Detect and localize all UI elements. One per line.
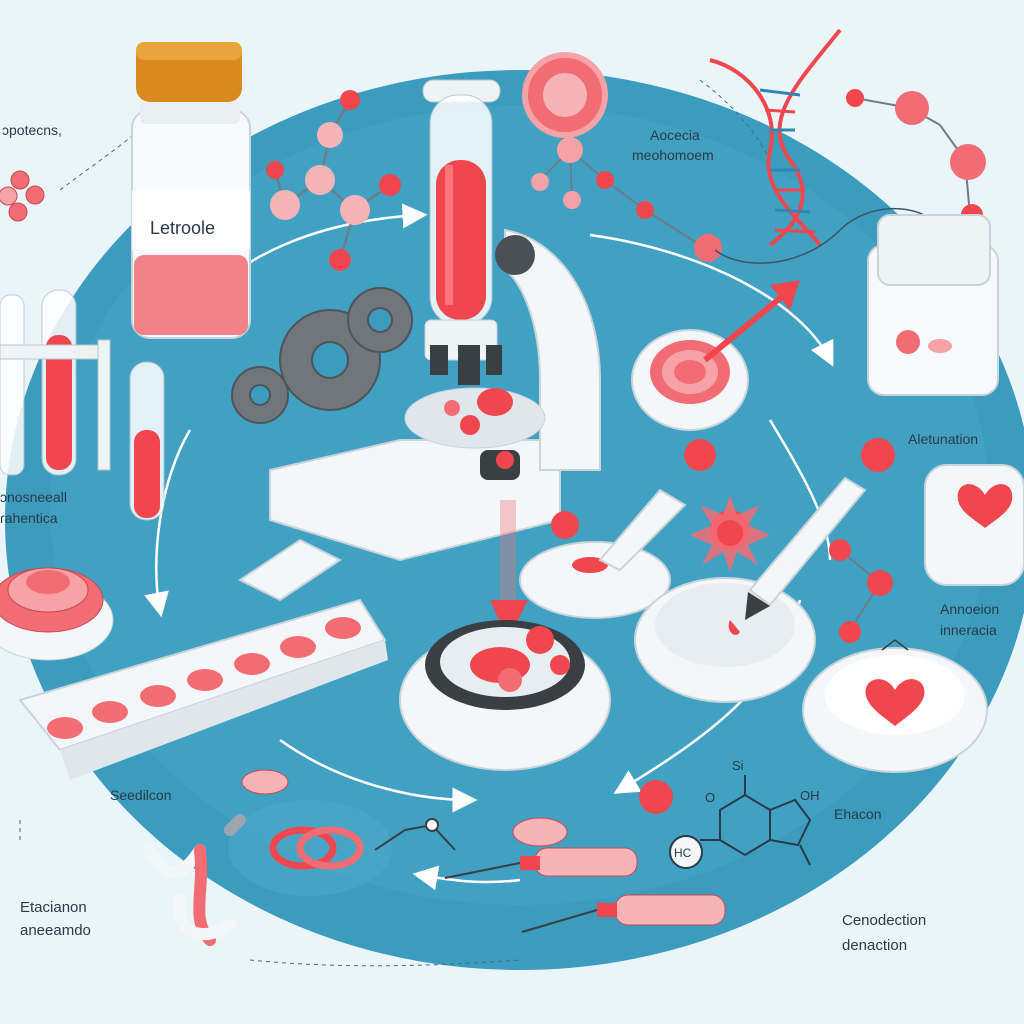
pink-disc-stack (0, 567, 114, 661)
microscope (238, 228, 601, 602)
dish-with-pen (634, 476, 867, 703)
label-top-left: ɔpotecns, (2, 122, 62, 138)
curved-tube-icon (144, 814, 246, 946)
chem-label-hc: HC (674, 846, 692, 860)
chemical-structure (669, 775, 812, 869)
bottom-ring-pills (228, 800, 392, 896)
test-tube-rack (0, 289, 111, 476)
small-dish-dropper (519, 439, 716, 619)
label-bottom-left-1: Etacianon (20, 899, 87, 916)
label-top-center-2: meohomoem (632, 147, 714, 163)
label-right-2-line2: inneracia (940, 622, 997, 638)
syringe-1 (444, 847, 638, 879)
heart-dish (802, 639, 988, 773)
label-right-1: Aletunation (908, 431, 978, 447)
label-top-center-1: Aocecia (650, 127, 700, 143)
right-dot-chain (829, 438, 895, 643)
top-molecule-network (266, 90, 401, 271)
pill-tray (18, 598, 388, 780)
label-bottom-right-circle: Ehacon (834, 806, 881, 822)
target-dish (631, 280, 800, 431)
chem-label-o: O (705, 790, 715, 805)
label-bottom-left-circle: Seedilcon (110, 787, 172, 803)
label-left-mid-1: ɔnosneeall (0, 489, 67, 505)
starburst-icon (690, 495, 770, 572)
label-bottom-left-2: aneeamdo (20, 922, 91, 939)
top-center-pill-network (522, 52, 722, 262)
label-bottom-right-1: Cenodection (842, 912, 926, 929)
single-test-tube (129, 361, 165, 521)
label-bottom-right-2: denaction (842, 937, 907, 954)
gears-icon (231, 287, 413, 424)
pill-jar (867, 214, 999, 396)
vial-label: Letroole (150, 218, 215, 238)
letrozole-vial: Letroole (131, 42, 251, 339)
heart-container (924, 464, 1024, 586)
syringe-2 (521, 894, 726, 933)
chem-label-oh: OH (800, 788, 820, 803)
label-left-mid-2: ɾahentica (0, 510, 58, 526)
bottom-molecule-stick (374, 818, 456, 851)
dna-helix-icon (709, 28, 842, 247)
top-left-molecule-icon (0, 170, 45, 222)
label-right-2-line1: Annoeion (940, 601, 999, 617)
top-test-tube (422, 79, 501, 326)
chem-label-si: Si (732, 758, 744, 773)
central-petri-dish (399, 620, 611, 771)
bottom-pills (241, 769, 673, 847)
laser-beam (490, 500, 528, 640)
